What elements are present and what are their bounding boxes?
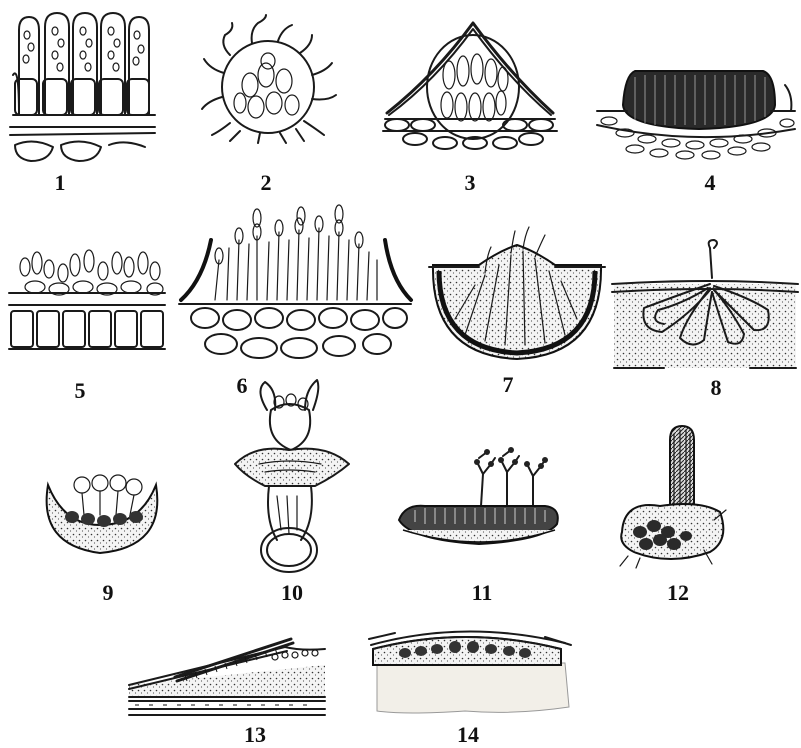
figure-13-label: 13: [225, 722, 285, 748]
figure-4-label: 4: [680, 170, 740, 196]
figure-12-label: 12: [648, 580, 708, 606]
figure-1-illustration: [5, 5, 155, 165]
figure-5-label: 5: [50, 378, 110, 404]
figure-3-illustration: [375, 15, 565, 155]
figure-14-label: 14: [438, 722, 498, 748]
figure-12-illustration: [600, 420, 750, 570]
figure-2-label: 2: [236, 170, 296, 196]
figure-7-illustration: [425, 215, 610, 365]
figure-10-illustration: [225, 380, 355, 580]
figure-10-label: 10: [262, 580, 322, 606]
figure-2-illustration: [200, 15, 350, 145]
figure-11-label: 11: [452, 580, 512, 606]
figure-8-label: 8: [686, 375, 746, 401]
figure-8-illustration: [610, 238, 800, 373]
figure-6-illustration: [175, 200, 415, 365]
figure-11-illustration: [395, 450, 565, 560]
figure-13-illustration: [125, 635, 330, 720]
figure-1-label: 1: [30, 170, 90, 196]
figure-4-illustration: [595, 55, 800, 160]
figure-3-label: 3: [440, 170, 500, 196]
figure-14-illustration: [365, 615, 580, 725]
figure-5-illustration: [5, 245, 170, 365]
figure-9-illustration: [30, 455, 180, 560]
figure-9-label: 9: [78, 580, 138, 606]
figure-7-label: 7: [478, 372, 538, 398]
